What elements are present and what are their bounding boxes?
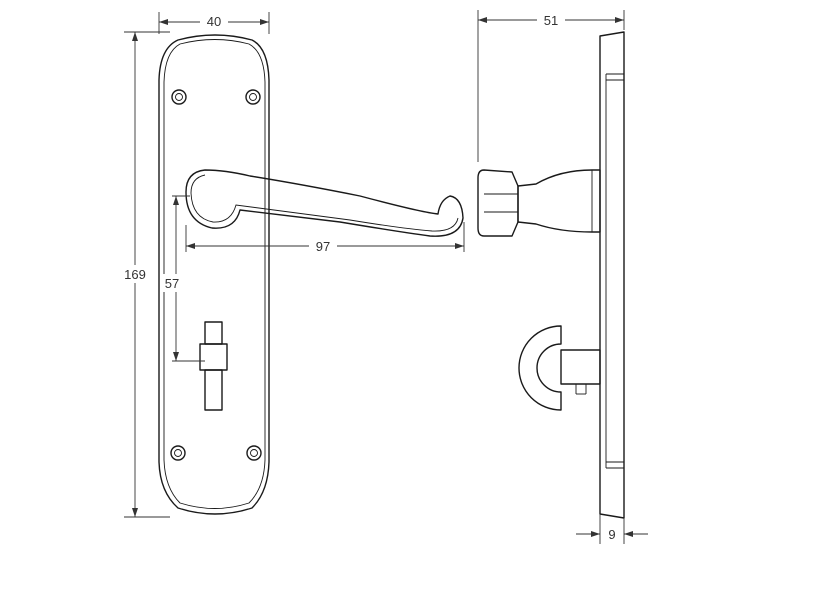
lever-handle-inner-line [190, 174, 459, 232]
backplate-inner-outline [163, 39, 266, 509]
screw-hole-bottom-right [246, 445, 262, 461]
thumb-turn-bottom [204, 369, 223, 411]
dimension-projection-label: 51 [544, 13, 558, 28]
front-view: 40 169 57 [120, 12, 465, 518]
side-lever-end [477, 169, 519, 237]
dimension-height-label: 169 [124, 267, 146, 282]
side-thumb-turn-spindle [560, 349, 601, 385]
dimension-centres-label: 57 [165, 276, 179, 291]
dimension-projection: 51 [477, 10, 625, 162]
thumb-turn-top [204, 321, 223, 345]
backplate-outline [158, 34, 270, 515]
screw-hole-bottom-left [170, 445, 186, 461]
dimension-lever-length: 97 [185, 222, 465, 254]
side-rose-neck [517, 169, 601, 233]
thumb-turn-collar [199, 343, 228, 371]
screw-hole-top-left [171, 89, 187, 105]
side-thumb-turn-cap [518, 325, 562, 411]
dimension-plate-thickness: 9 [576, 514, 648, 544]
side-backplate [599, 31, 625, 519]
lever-handle [185, 169, 464, 237]
side-view: 51 9 [477, 10, 648, 544]
dimension-plate-thickness-label: 9 [608, 527, 615, 542]
dimension-centres: 57 [160, 195, 205, 362]
screw-hole-top-right [245, 89, 261, 105]
dimension-lever-length-label: 97 [316, 239, 330, 254]
dimension-width: 40 [158, 12, 270, 34]
dimension-width-label: 40 [207, 14, 221, 29]
dimension-height: 169 [120, 31, 170, 518]
